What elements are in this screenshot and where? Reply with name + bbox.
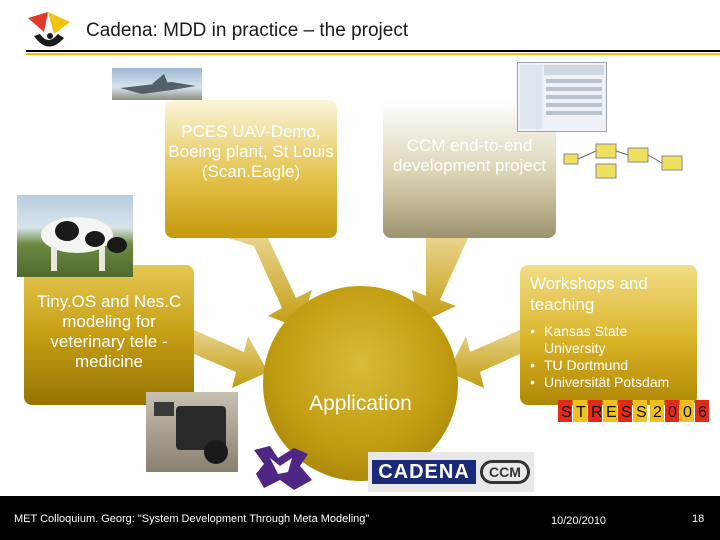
university-logo-icon [28, 12, 70, 47]
tinyos-label: Tiny.OS and Nes.C modeling for veterinar… [36, 292, 182, 371]
stress-letter: S [636, 404, 647, 421]
footer-bar [0, 496, 720, 540]
application-circle: Application [263, 286, 458, 481]
arrow-tiny [194, 330, 268, 388]
ccm-box: CCM end-to-end development project [383, 100, 556, 238]
title-accent-rule [26, 53, 720, 55]
footer-caption: MET Colloquium. Georg: "System Developme… [14, 513, 370, 525]
list-item: Universität Potsdam [530, 374, 687, 391]
page-title: Cadena: MDD in practice – the project [86, 20, 409, 41]
cow-photo [17, 195, 133, 277]
workshops-heading: Workshops and teaching [530, 274, 648, 314]
kansas-state-wildcat-logo [254, 446, 312, 490]
ccm-label: CCM end-to-end development project [392, 136, 547, 175]
stress-letter: S [561, 404, 572, 421]
arrow-pces [228, 238, 312, 328]
arrow-ccm [412, 238, 468, 324]
list-item: TU Dortmund [530, 357, 687, 374]
list-item: Kansas State University [530, 323, 687, 357]
uav-jet-photo [112, 68, 202, 100]
stress-2006-logo: S T R E S S 2 0 0 6 [558, 400, 709, 422]
tinyos-box: Tiny.OS and Nes.C modeling for veterinar… [24, 265, 194, 405]
cadena-logo: CADENA CCM [368, 452, 534, 492]
component-diagram-image [563, 143, 683, 179]
stress-letter: T [576, 404, 586, 421]
application-label: Application [309, 392, 412, 415]
pces-label: PCES UAV-Demo, Boeing plant, St Louis (S… [168, 122, 334, 181]
ccm-wordmark: CCM [480, 460, 530, 484]
page-number: 18 [692, 513, 705, 525]
pces-box: PCES UAV-Demo, Boeing plant, St Louis (S… [165, 100, 337, 238]
stress-letter: R [591, 404, 603, 421]
footer-date: 10/20/2010 [551, 515, 607, 527]
stress-letter: S [621, 404, 632, 421]
workshops-list: Kansas State University TU Dortmund Univ… [530, 323, 687, 391]
stress-letter: E [606, 404, 617, 421]
title-rule [26, 50, 720, 52]
ide-screenshot [517, 62, 607, 132]
stress-digit: 0 [668, 404, 677, 421]
stress-digit: 0 [683, 404, 692, 421]
arrow-work [448, 330, 520, 388]
sensor-device-photo [146, 392, 238, 472]
cadena-wordmark: CADENA [372, 460, 476, 484]
stress-digit: 6 [698, 404, 707, 421]
stress-digit: 2 [653, 404, 662, 421]
workshops-box: Workshops and teaching Kansas State Univ… [520, 265, 697, 405]
